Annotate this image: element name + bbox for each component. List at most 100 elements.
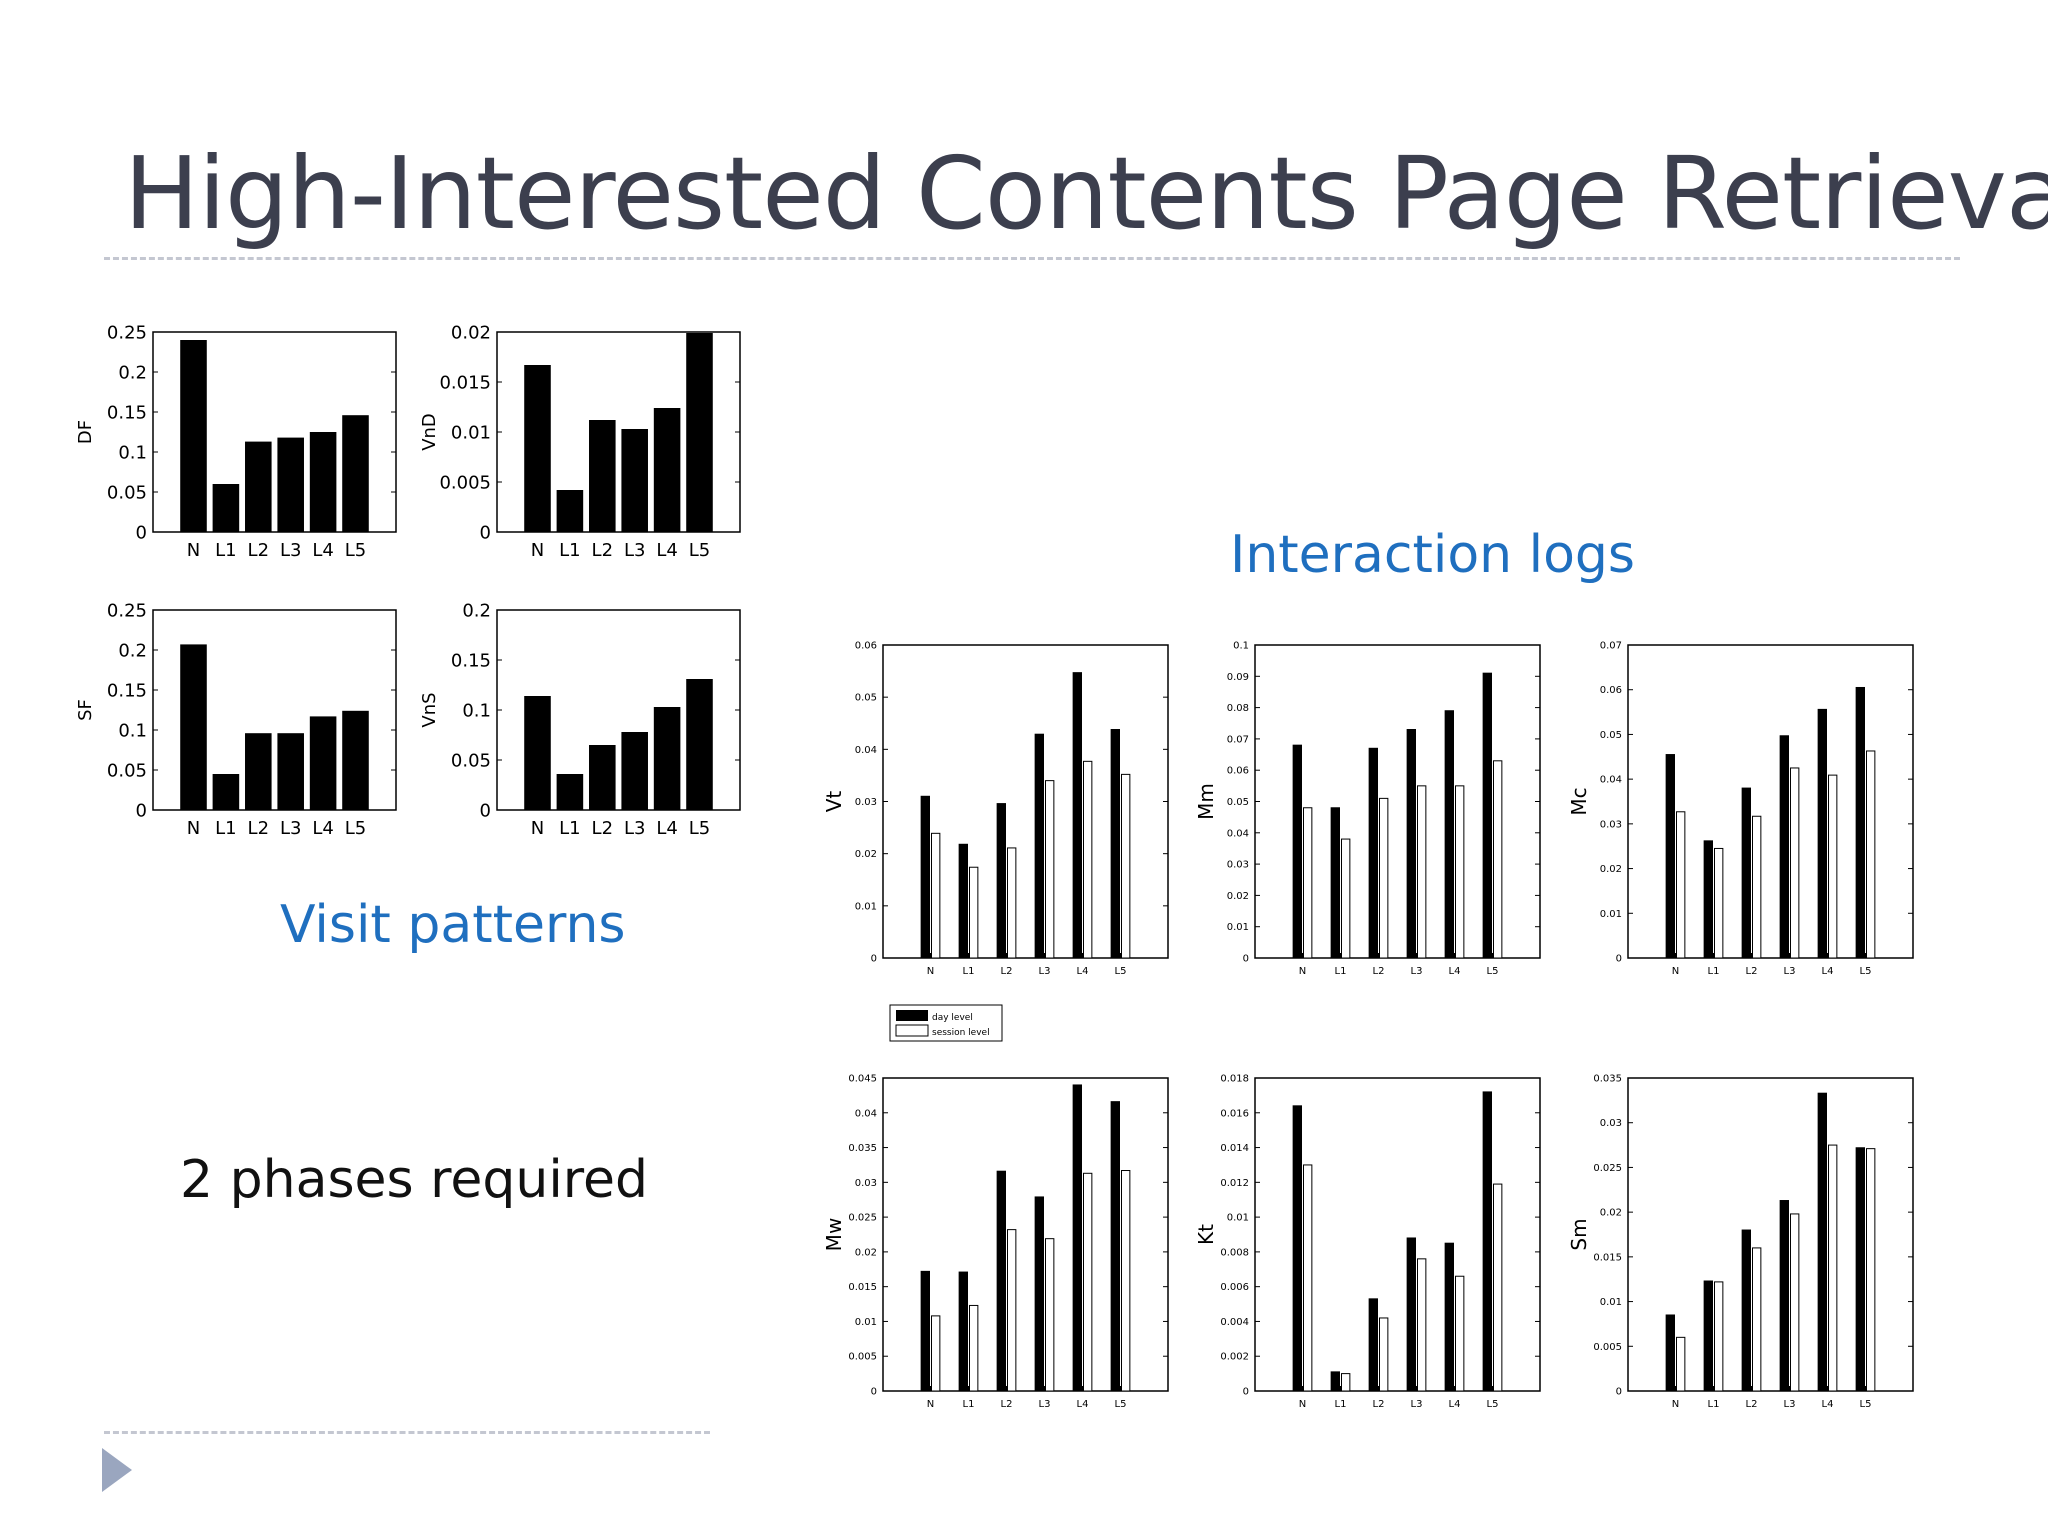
vt-xtick-label: N xyxy=(927,966,934,977)
vnd-xtick-label: N xyxy=(531,540,544,561)
mw-ytick-label: 0.005 xyxy=(848,1352,877,1363)
mw-bar-l5-day xyxy=(1110,1101,1121,1392)
vnd-xtick-label: L5 xyxy=(689,540,710,561)
sf-ytick-label: 0.15 xyxy=(107,680,147,701)
mm-bar-l5-day xyxy=(1482,672,1493,959)
mm-ytick-label: 0.02 xyxy=(1227,891,1249,902)
kt-ytick-label: 0 xyxy=(1243,1387,1249,1398)
vt-ytick-label: 0.04 xyxy=(855,745,877,756)
sm-xtick-label: L4 xyxy=(1822,1399,1834,1410)
vnd-bar-l5 xyxy=(686,333,713,532)
vns-xtick-label: L1 xyxy=(559,818,580,839)
kt-bar-l4-session xyxy=(1455,1275,1465,1392)
sm-bar-n-session xyxy=(1676,1336,1686,1392)
kt-ytick-label: 0.01 xyxy=(1227,1213,1249,1224)
sm-bar-l4-session xyxy=(1828,1144,1838,1392)
kt-xtick-label: L3 xyxy=(1411,1399,1423,1410)
mm-ytick-label: 0.08 xyxy=(1227,703,1249,714)
vns-bar-l4 xyxy=(653,707,681,810)
df-xtick-label: N xyxy=(187,540,200,561)
mc-bar-l3-session xyxy=(1790,767,1800,959)
mw-ytick-label: 0.04 xyxy=(855,1108,877,1119)
mw-bar-n-session xyxy=(931,1315,941,1392)
sf-bar-n xyxy=(180,644,207,810)
sf-xtick-label: L5 xyxy=(345,818,366,839)
sm-xtick-label: N xyxy=(1672,1399,1679,1410)
sm-ytick-label: 0.02 xyxy=(1600,1208,1622,1219)
mw-xtick-label: N xyxy=(927,1399,934,1410)
vt-ytick-label: 0.06 xyxy=(855,641,877,652)
mm-xtick-label: N xyxy=(1299,966,1306,977)
vt-xtick-label: L4 xyxy=(1077,966,1089,977)
mw-ytick-label: 0.045 xyxy=(848,1074,877,1085)
sf-bar-l3 xyxy=(277,733,304,810)
vns-bar-l5 xyxy=(686,679,713,810)
sf-bar-l2 xyxy=(245,733,272,810)
df-xtick-label: L4 xyxy=(312,540,333,561)
mc-ytick-label: 0.01 xyxy=(1600,909,1622,920)
kt-ytick-label: 0.016 xyxy=(1220,1108,1249,1119)
kt-ytick-label: 0.012 xyxy=(1220,1178,1249,1189)
mm-ytick-label: 0.05 xyxy=(1227,797,1249,808)
sm-xtick-label: L2 xyxy=(1746,1399,1758,1410)
kt-bar-l3-session xyxy=(1417,1258,1427,1392)
vns-bar-l2 xyxy=(589,745,616,810)
sf-xtick-label: N xyxy=(187,818,200,839)
mw-xtick-label: L1 xyxy=(963,1399,975,1410)
mm-xtick-label: L4 xyxy=(1449,966,1461,977)
sf-bar-l1 xyxy=(212,774,240,810)
vt-bar-l4-session xyxy=(1083,760,1093,959)
sm-plot-frame xyxy=(1627,1077,1914,1392)
sm-bar-l1-session xyxy=(1714,1281,1724,1392)
df-ytick-label: 0.15 xyxy=(107,402,147,423)
sm-ytick-label: 0 xyxy=(1616,1387,1622,1398)
df-bar-l1 xyxy=(212,484,240,532)
kt-bar-l4-day xyxy=(1444,1242,1455,1392)
df-ytick-label: 0.05 xyxy=(107,482,147,503)
mm-bar-l3-day xyxy=(1406,729,1417,959)
legend-day-swatch xyxy=(896,1010,928,1021)
mc-bar-l5-session xyxy=(1866,750,1876,959)
vns-bar-l3 xyxy=(621,732,648,810)
mc-plot-frame xyxy=(1627,644,1914,959)
mc-xtick-label: L3 xyxy=(1784,966,1796,977)
vnd-xtick-label: L4 xyxy=(656,540,677,561)
sf-plot-frame xyxy=(152,609,397,811)
mc-bar-l2-session xyxy=(1752,815,1762,959)
vt-xtick-label: L1 xyxy=(963,966,975,977)
kt-bar-l1-day xyxy=(1330,1371,1341,1392)
sm-ytick-label: 0.015 xyxy=(1593,1252,1622,1263)
mw-bar-l3-session xyxy=(1045,1238,1055,1392)
interaction-logs-caption: Interaction logs xyxy=(1230,525,1636,585)
mw-ytick-label: 0.01 xyxy=(855,1317,877,1328)
mw-bar-l1-day xyxy=(958,1271,969,1392)
sm-ytick-label: 0.01 xyxy=(1600,1297,1622,1308)
kt-xtick-label: L1 xyxy=(1335,1399,1347,1410)
vt-bar-l3-day xyxy=(1034,733,1045,959)
vns-xtick-label: N xyxy=(531,818,544,839)
df-ytick-label: 0.2 xyxy=(118,362,147,383)
mm-bar-n-day xyxy=(1292,744,1303,959)
mm-xtick-label: L5 xyxy=(1487,966,1499,977)
vt-ytick-label: 0.05 xyxy=(855,693,877,704)
sm-bar-l5-day xyxy=(1855,1147,1866,1392)
mm-ytick-label: 0 xyxy=(1243,954,1249,965)
slide-title: High-Interested Contents Page Retrieval xyxy=(124,135,2048,252)
mm-xtick-label: L1 xyxy=(1335,966,1347,977)
mc-ytick-label: 0.07 xyxy=(1600,641,1622,652)
mc-ytick-label: 0 xyxy=(1616,954,1622,965)
mc-ytick-label: 0.03 xyxy=(1600,819,1622,830)
vnd-xtick-label: L1 xyxy=(559,540,580,561)
df-ytick-label: 0.25 xyxy=(107,322,147,343)
slide-bullet-arrow-icon xyxy=(102,1448,132,1492)
vns-xtick-label: L3 xyxy=(624,818,645,839)
sf-ytick-label: 0.25 xyxy=(107,600,147,621)
legend-session-label: session level xyxy=(932,1028,990,1038)
vt-ytick-label: 0 xyxy=(871,954,877,965)
sf-xtick-label: L3 xyxy=(280,818,301,839)
vns-bar-l1 xyxy=(556,774,584,810)
mc-xtick-label: L1 xyxy=(1708,966,1720,977)
mc-ytick-label: 0.02 xyxy=(1600,864,1622,875)
sf-ytick-label: 0.2 xyxy=(118,640,147,661)
